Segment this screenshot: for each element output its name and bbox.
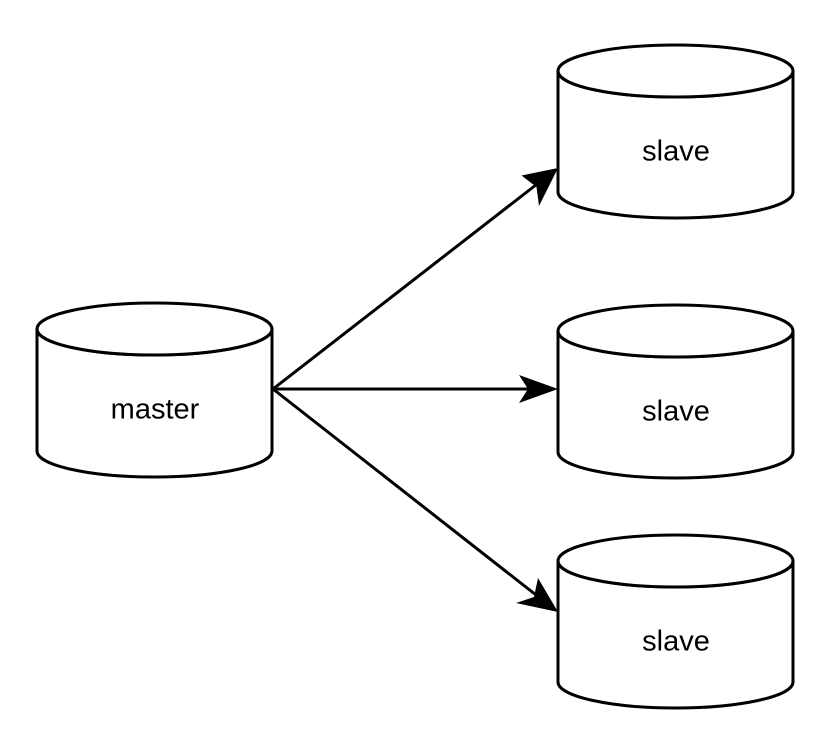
node-slave-3[interactable]: slave	[556, 533, 795, 710]
edge-group	[272, 168, 558, 612]
node-label-master: master	[111, 394, 200, 426]
edge-line	[272, 176, 547, 391]
edge-master-to-slave-2[interactable]	[273, 375, 558, 403]
node-label-slave-2: slave	[642, 396, 710, 428]
cylinder-top-ellipse	[556, 43, 795, 99]
node-master[interactable]: master	[35, 301, 274, 479]
cylinder-top-ellipse	[556, 533, 795, 589]
node-slave-1[interactable]: slave	[556, 43, 795, 220]
node-slave-2[interactable]: slave	[556, 303, 795, 480]
arrowhead-icon	[521, 168, 558, 206]
edge-master-to-slave-3[interactable]	[272, 387, 558, 612]
edge-master-to-slave-1[interactable]	[272, 168, 558, 391]
cylinder-top-ellipse	[35, 301, 274, 357]
cylinder-top-ellipse	[556, 303, 795, 359]
node-label-slave-3: slave	[642, 626, 710, 658]
arrowhead-icon	[519, 375, 558, 403]
edge-line	[272, 387, 546, 604]
node-label-slave-1: slave	[642, 136, 710, 168]
arrowhead-icon	[516, 578, 558, 612]
